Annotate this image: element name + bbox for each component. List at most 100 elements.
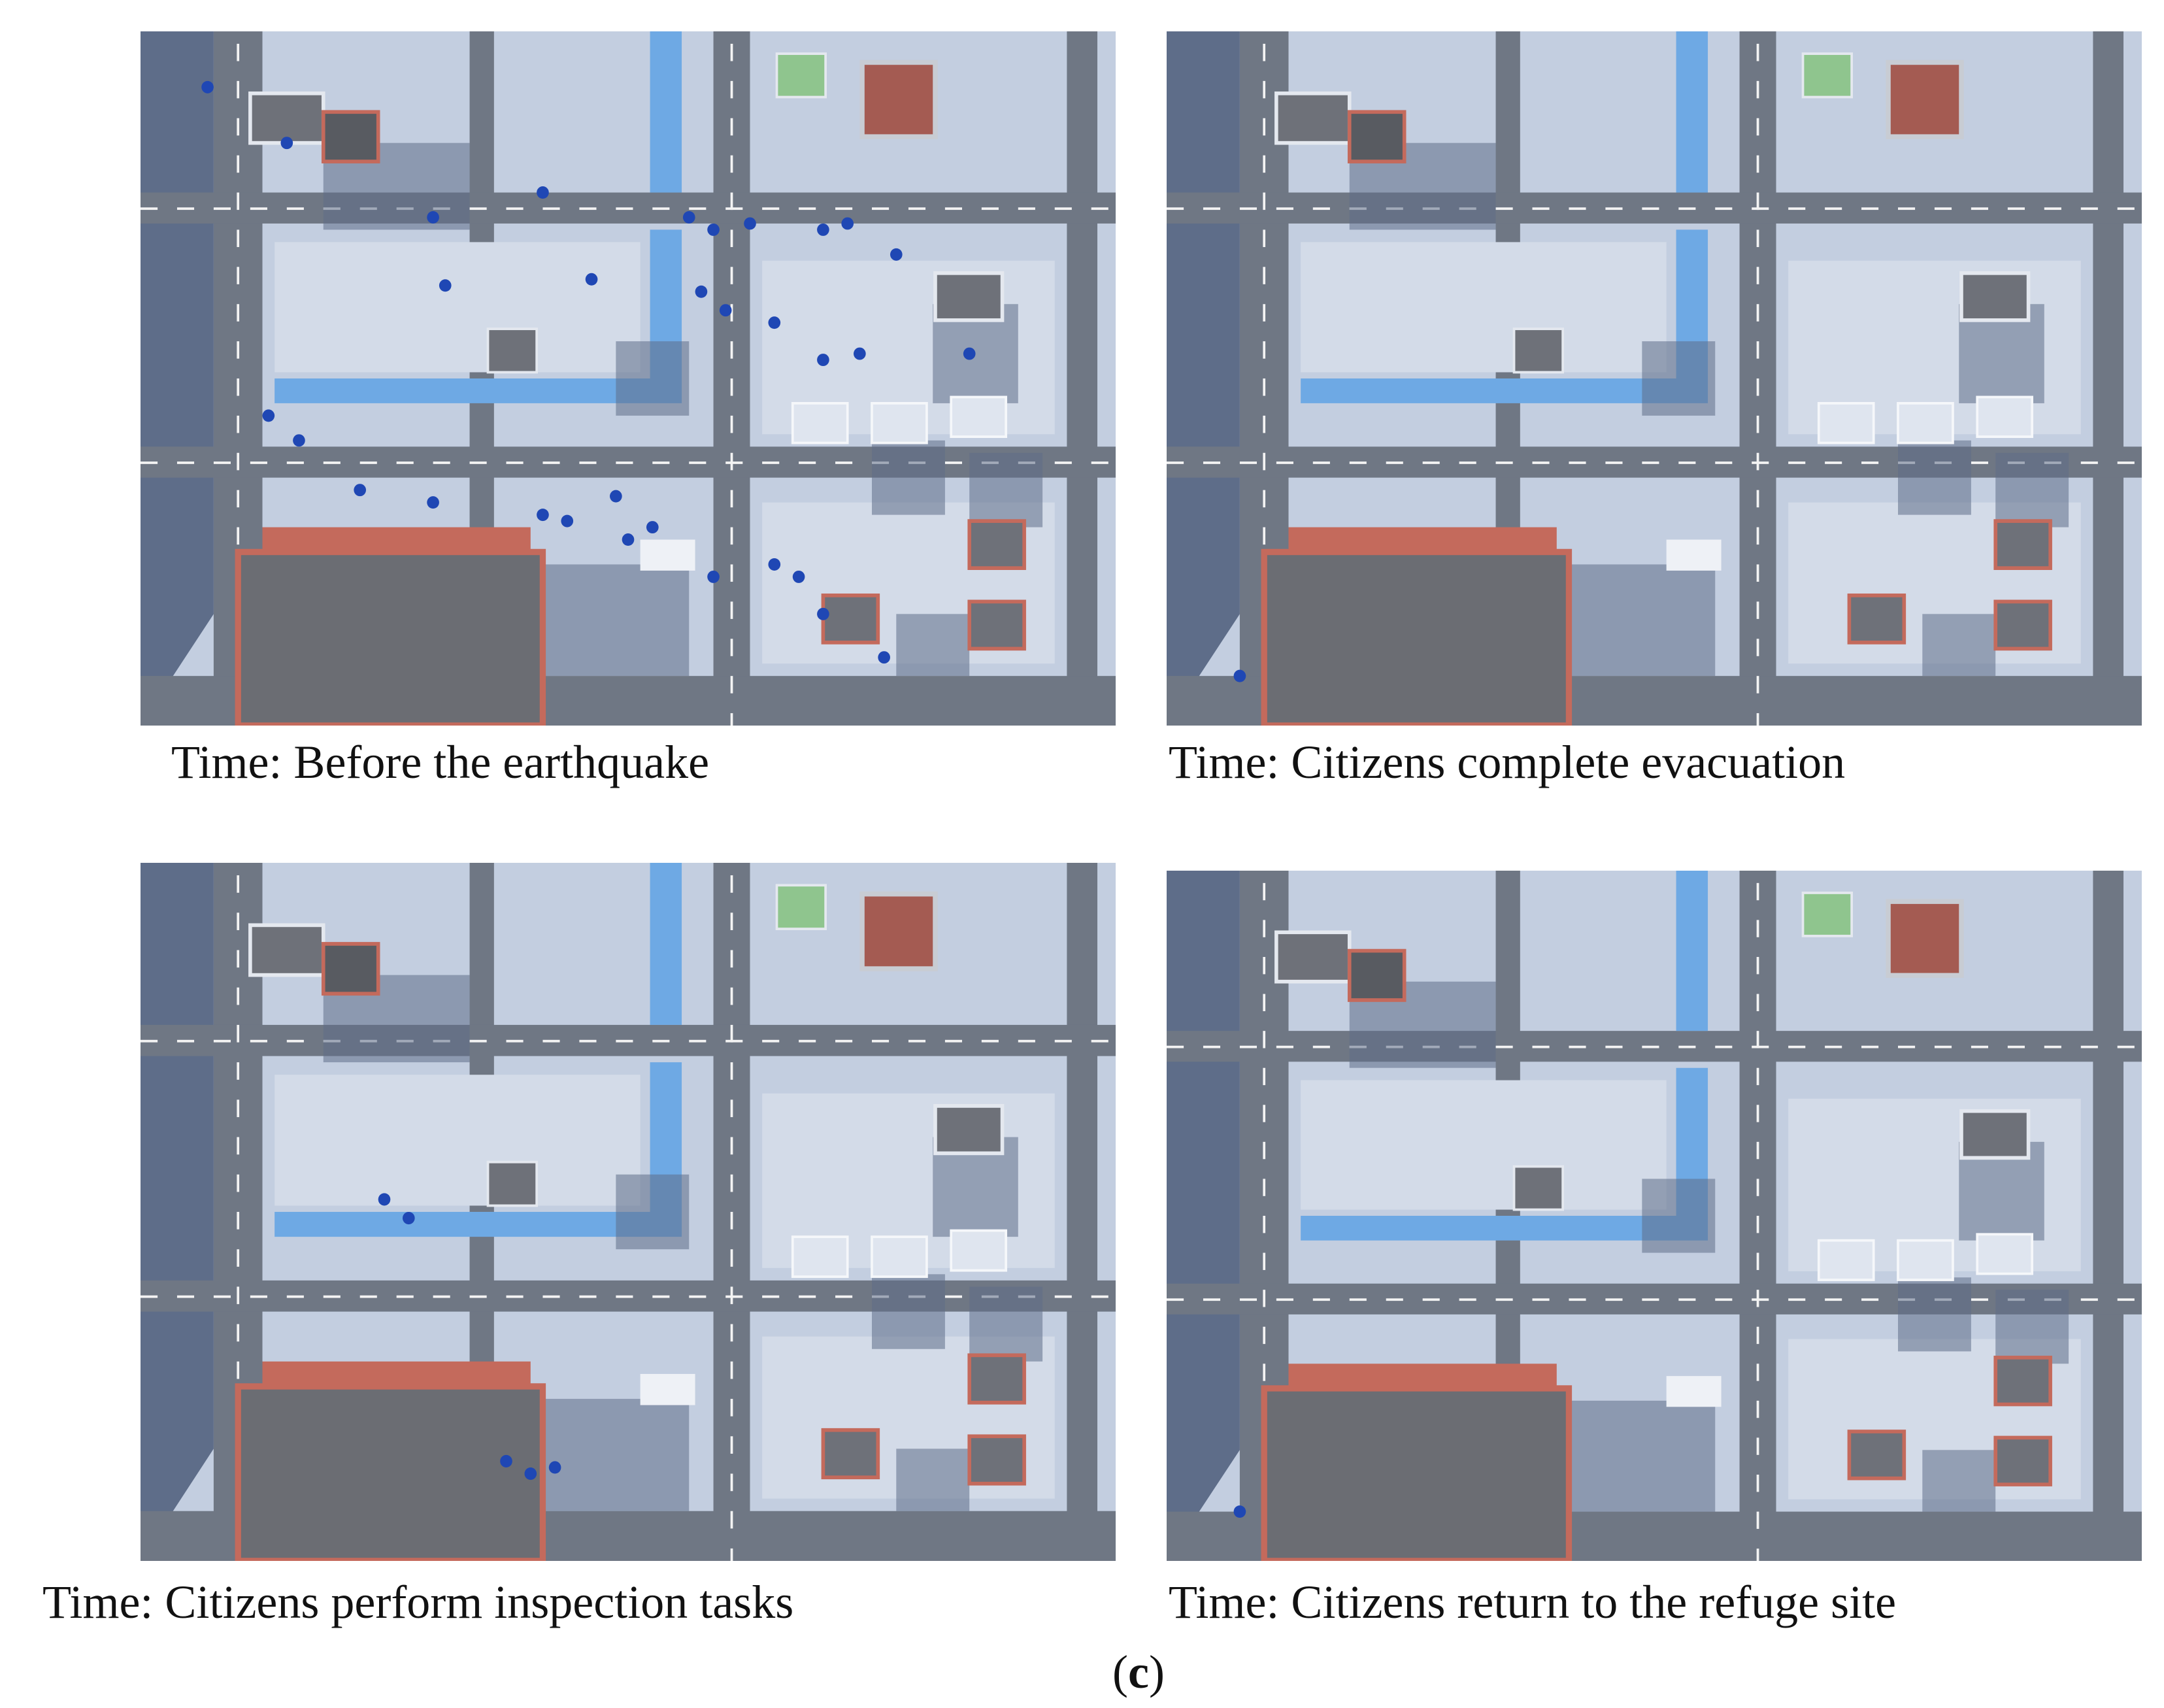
- lane-marking: [1532, 461, 1550, 464]
- lane-marking: [652, 1295, 670, 1298]
- lane-marking: [1642, 461, 1659, 464]
- citizen-marker: [744, 217, 756, 230]
- lane-marking: [237, 341, 240, 359]
- lane-marking: [141, 461, 158, 464]
- lane-marking: [579, 207, 597, 210]
- figure-label-letter: c: [1127, 1646, 1149, 1698]
- map-panel-evacuation: [1167, 31, 2142, 726]
- lane-marking: [1756, 676, 1759, 694]
- building-shadow: [1569, 564, 1716, 677]
- office-building: [1959, 1109, 2031, 1160]
- lane-marking: [1312, 461, 1330, 464]
- panel-caption-evacuation: Time: Citizens complete evacuation: [1169, 736, 1846, 788]
- lane-marking: [1569, 1045, 1586, 1048]
- lane-marking: [762, 461, 780, 464]
- lane-marking: [835, 1039, 853, 1043]
- lane-marking: [835, 1295, 853, 1298]
- plaza: [275, 1075, 641, 1206]
- brick-building: [321, 942, 380, 996]
- lane-marking: [1263, 1105, 1266, 1122]
- lane-marking: [1715, 1298, 1733, 1301]
- brick-building: [321, 110, 380, 163]
- lane-marking: [1642, 1298, 1659, 1301]
- lane-marking: [506, 1039, 524, 1043]
- lane-marking: [1495, 1298, 1513, 1301]
- lane-marking: [730, 601, 733, 619]
- lane-marking: [725, 461, 743, 464]
- lane-marking: [2044, 1045, 2061, 1048]
- lane-marking: [237, 267, 240, 284]
- white-house: [950, 1229, 1008, 1272]
- lane-marking: [1756, 1216, 1759, 1233]
- lane-marking: [433, 461, 450, 464]
- building-shadow: [1642, 1179, 1716, 1253]
- lane-marking: [237, 1062, 240, 1080]
- lane-marking: [1756, 341, 1759, 359]
- lane-marking: [730, 490, 733, 508]
- lane-marking: [237, 527, 240, 545]
- lane-marking: [799, 1295, 816, 1298]
- tall-building-shadow: [141, 31, 214, 726]
- citizen-marker: [1233, 669, 1246, 682]
- lane-marking: [730, 1062, 733, 1080]
- brick-house: [1993, 519, 2052, 570]
- lane-marking: [1312, 207, 1330, 210]
- lane-marking: [1788, 461, 1806, 464]
- lane-marking: [944, 1295, 963, 1298]
- lane-marking: [1263, 155, 1266, 173]
- lane-marking: [237, 987, 240, 1005]
- lane-marking: [1263, 920, 1266, 937]
- lane-marking: [237, 415, 240, 433]
- lane-marking: [1386, 1298, 1403, 1301]
- lane-marking: [730, 1324, 733, 1342]
- lane-marking: [237, 1212, 240, 1230]
- citizen-marker: [768, 316, 781, 329]
- large-brick-building: [1261, 1385, 1573, 1561]
- lane-marking: [1605, 1045, 1623, 1048]
- brick-house: [1847, 1430, 1906, 1481]
- lane-marking: [799, 461, 816, 464]
- lane-marking: [396, 461, 414, 464]
- lane-marking: [237, 1361, 240, 1379]
- lane-marking: [2007, 1045, 2025, 1048]
- lane-marking: [1752, 461, 1769, 464]
- white-house: [1897, 402, 1954, 444]
- lane-marking: [1422, 461, 1440, 464]
- lane-marking: [433, 1295, 450, 1298]
- citizen-marker: [439, 279, 452, 292]
- lane-marking: [1263, 957, 1266, 975]
- lane-marking: [1756, 192, 1759, 210]
- lane-marking: [1861, 461, 1879, 464]
- citizen-marker: [707, 570, 720, 583]
- city-scene: [141, 31, 1116, 726]
- lane-marking: [1756, 1252, 1759, 1270]
- river: [650, 863, 682, 1025]
- lane-marking: [237, 1024, 240, 1043]
- park-roof: [1801, 892, 1853, 937]
- lane-marking: [1203, 1298, 1221, 1301]
- lane-marking: [1861, 1045, 1879, 1048]
- lane-marking: [237, 1099, 240, 1118]
- lane-marking: [616, 1039, 633, 1043]
- lane-marking: [1971, 1298, 1989, 1301]
- lane-marking: [652, 461, 670, 464]
- lane-marking: [652, 1039, 670, 1043]
- citizen-marker: [695, 285, 708, 298]
- large-brick-building: [235, 1383, 546, 1561]
- citizen-marker: [427, 496, 439, 509]
- lane-marking: [176, 207, 195, 210]
- lane-marking: [730, 564, 733, 582]
- lane-marking: [1263, 267, 1266, 284]
- lane-marking: [2080, 1298, 2098, 1301]
- lane-marking: [1971, 207, 1989, 210]
- white-house: [791, 402, 849, 444]
- river: [1676, 31, 1708, 193]
- lane-marking: [579, 461, 597, 464]
- lane-marking: [1263, 1252, 1266, 1270]
- lane-marking: [730, 229, 733, 247]
- building-shadow: [969, 452, 1043, 527]
- lane-marking: [250, 461, 267, 464]
- building-shadow: [1922, 614, 1996, 677]
- lane-marking: [1569, 461, 1586, 464]
- lane-marking: [730, 1137, 733, 1155]
